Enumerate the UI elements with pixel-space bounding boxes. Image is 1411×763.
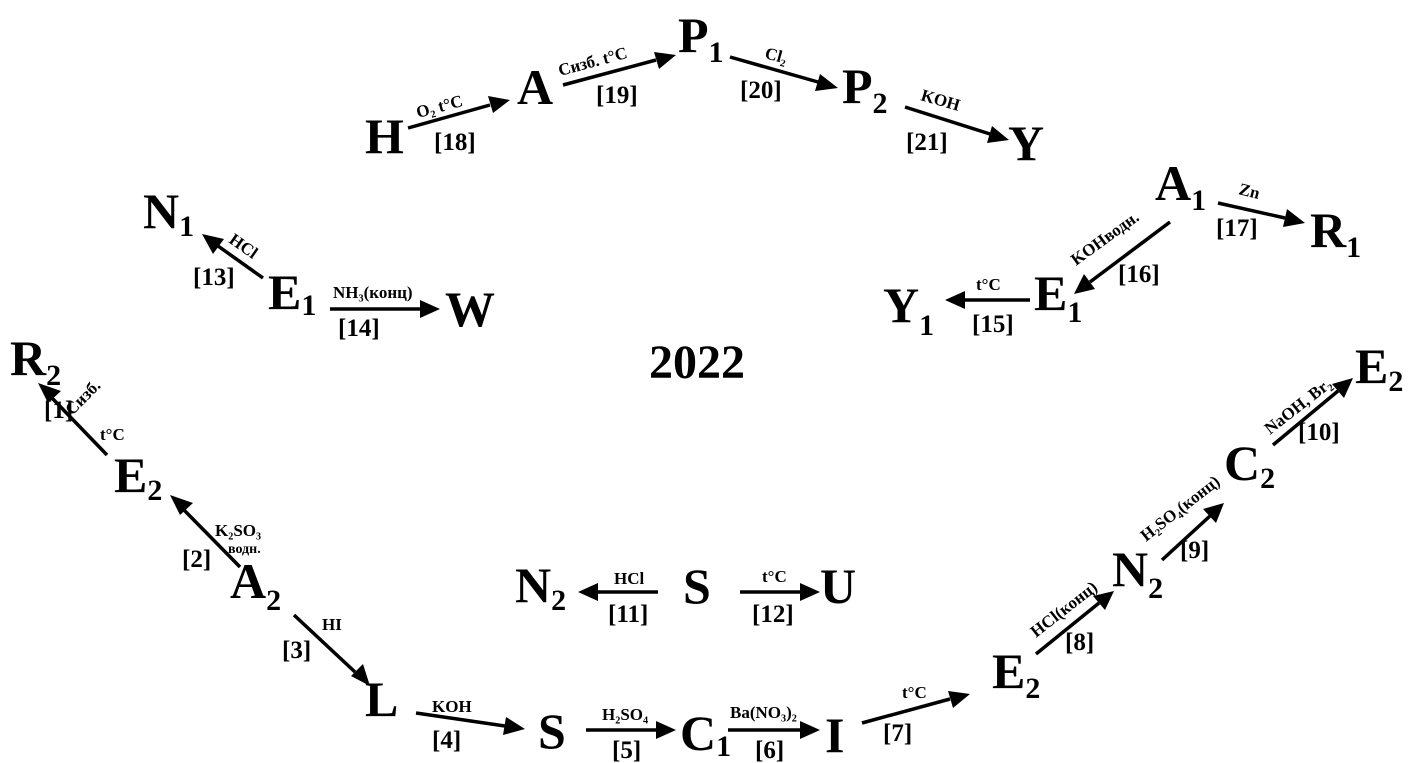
- reaction-condition-18: O₂ t°C: [414, 91, 465, 122]
- reaction-arrow-13: [202, 234, 265, 280]
- node-N2-center: N2: [515, 557, 566, 617]
- reaction-arrow-15: [945, 291, 1030, 309]
- reaction-number-14: [14]: [338, 315, 380, 342]
- node-S-center: S: [683, 558, 711, 614]
- reaction-condition-17: Zn: [1237, 179, 1262, 203]
- reaction-number-15: [15]: [972, 311, 1014, 338]
- reaction-arrow-14: [330, 300, 440, 318]
- reaction-arrow-5: [586, 721, 676, 739]
- reaction-arrow-16: [1074, 220, 1172, 294]
- node-A2: A2: [230, 553, 281, 617]
- reaction-arrow-20: [729, 55, 838, 91]
- reaction-condition-20: Cl₂: [763, 44, 789, 68]
- reaction-arrow-10: [1271, 378, 1353, 447]
- reaction-arrow-11: [578, 583, 658, 601]
- reaction-number-3: [3]: [282, 637, 311, 664]
- node-L: L: [365, 671, 398, 727]
- reaction-number-19: [19]: [596, 82, 638, 109]
- node-E2-mid: E2: [992, 643, 1040, 705]
- reaction-condition-21: KOH: [919, 86, 962, 115]
- reaction-arrow-6: [728, 721, 820, 739]
- reaction-arrow-12: [740, 583, 820, 601]
- reaction-arrow-4: [415, 711, 525, 735]
- reaction-number-2: [2]: [182, 546, 211, 573]
- reaction-number-7: [7]: [883, 720, 912, 747]
- node-N2-right: N2: [1112, 541, 1163, 605]
- node-P2: P2: [842, 58, 888, 120]
- reaction-arrow-18: [407, 96, 510, 130]
- reaction-number-18: [18]: [434, 129, 476, 156]
- node-E2-left: E2: [114, 447, 162, 507]
- reaction-number-20: [20]: [740, 77, 782, 104]
- reaction-number-17: [17]: [1216, 215, 1258, 242]
- node-W: W: [445, 281, 495, 337]
- reaction-number-1: [1]: [44, 397, 73, 424]
- node-E1-left: E1: [268, 264, 316, 322]
- reaction-arrow-17: [1217, 201, 1305, 227]
- reaction-number-9: [9]: [1180, 537, 1209, 564]
- reaction-condition-3: HI: [322, 615, 342, 634]
- node-R2: R2: [10, 330, 61, 392]
- node-I: I: [825, 707, 844, 763]
- reaction-arrow-9: [1160, 503, 1224, 562]
- reaction-condition-12: t°C: [762, 567, 787, 586]
- reaction-number-16: [16]: [1118, 261, 1160, 288]
- node-R1: R1: [1310, 202, 1361, 264]
- reaction-arrow-2: [170, 495, 242, 569]
- node-U: U: [820, 558, 856, 614]
- reaction-condition-15: t°C: [976, 275, 1001, 294]
- node-E1-right: E1: [1034, 265, 1082, 329]
- node-H: H: [365, 108, 404, 164]
- reaction-condition-14: NH₃(конц): [333, 283, 413, 302]
- reaction-condition-11: HCl: [614, 569, 645, 588]
- reaction-condition-6: Ba(NO₃)₂: [730, 703, 797, 722]
- node-S-bottom: S: [538, 703, 566, 759]
- reaction-condition-13: HCl: [226, 230, 262, 263]
- reaction-number-5: [5]: [612, 737, 641, 763]
- node-P1: P1: [678, 7, 724, 69]
- reaction-number-21: [21]: [906, 129, 948, 156]
- reaction-condition-2b: водн.: [228, 542, 261, 557]
- reaction-condition-4: KOH: [432, 697, 472, 716]
- reaction-condition-16: KOHводн.: [1067, 207, 1142, 269]
- reaction-condition-5: H₂SO₄: [602, 705, 648, 724]
- reaction-number-8: [8]: [1065, 629, 1094, 656]
- node-C2: C2: [1224, 435, 1275, 495]
- reaction-number-4: [4]: [432, 727, 461, 754]
- node-A: A: [517, 59, 553, 115]
- reaction-condition-19: Cизб. t°C: [556, 43, 629, 80]
- reaction-number-6: [6]: [755, 737, 784, 763]
- node-A1: A1: [1155, 155, 1206, 217]
- node-N1: N1: [143, 183, 194, 243]
- reaction-number-11: [11]: [608, 601, 648, 628]
- reaction-condition-7: t°C: [902, 683, 927, 702]
- reaction-number-13: [13]: [193, 264, 235, 291]
- reaction-arrow-8: [1034, 591, 1114, 656]
- node-Y: Y: [1008, 115, 1044, 171]
- reaction-number-12: [12]: [752, 601, 794, 628]
- reaction-arrow-1: [38, 383, 109, 457]
- node-E2-right: E2: [1355, 338, 1403, 398]
- node-C1: C1: [680, 705, 731, 763]
- reaction-arrow-19: [562, 52, 676, 87]
- reaction-arrow-3: [292, 613, 370, 686]
- reaction-number-10: [10]: [1298, 419, 1340, 446]
- reaction-arrow-21: [904, 105, 1009, 143]
- year-label: 2022: [649, 336, 745, 389]
- node-Y1: Y1: [883, 277, 934, 342]
- reaction-condition-1b: t°C: [100, 425, 125, 444]
- reaction-arrow-7: [861, 691, 970, 725]
- reaction-condition-2a: K₂SO₃: [215, 521, 261, 540]
